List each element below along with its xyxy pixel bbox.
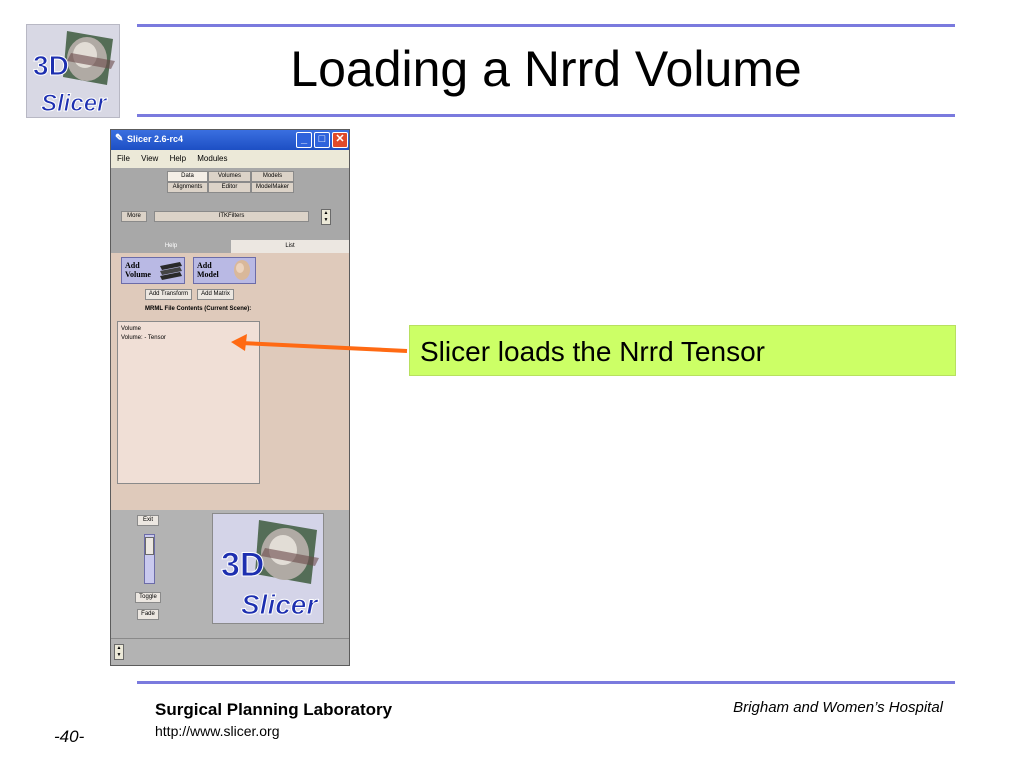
tab-help[interactable]: Help [111,240,231,253]
module-tab-models[interactable]: Models [251,171,294,182]
module-spinner[interactable]: ▲▼ [321,209,331,225]
add-transform-button[interactable]: Add Transform [145,289,192,300]
pointer-arrow-icon [231,334,408,353]
minimize-icon: _ [300,133,308,145]
close-button[interactable]: ✕ [332,132,348,148]
spin-arrows-icon: ▲▼ [323,210,329,223]
module-tab-volumes[interactable]: Volumes [208,171,251,182]
footer-url[interactable]: http://www.slicer.org [155,723,280,739]
add-volume-button[interactable]: Add Volume [121,257,185,284]
module-dropdown[interactable]: ITKFilters [154,211,309,222]
page-number: -40- [54,727,85,746]
menu-bar: File View Help Modules [111,150,349,168]
module-tab-editor[interactable]: Editor [208,182,251,193]
slicer-logo: 3D Slicer [26,24,120,118]
large-logo-slicer-text: Slicer [241,589,319,620]
spin-arrows-icon: ▲▼ [116,645,122,658]
close-icon: ✕ [335,133,345,145]
logo-3d-text: 3D [33,50,69,81]
status-strip: ▲▼ [111,638,349,665]
status-spinner[interactable]: ▲▼ [114,644,124,660]
window-title: Slicer 2.6-rc4 [127,134,184,144]
module-tab-alignments[interactable]: Alignments [167,182,208,193]
fade-slider[interactable] [144,534,155,584]
add-model-line1: Add [197,261,212,270]
exit-button[interactable]: Exit [137,515,159,526]
add-model-button[interactable]: Add Model [193,257,256,284]
add-matrix-button[interactable]: Add Matrix [197,289,234,300]
slicer-window: ✎ Slicer 2.6-rc4 _ □ ✕ File View Help Mo… [110,129,350,666]
callout-text: Slicer loads the Nrrd Tensor [420,336,765,367]
volume-stack-icon [160,262,182,280]
slicer-logo-large-graphic: 3D Slicer [213,514,323,623]
add-volume-line1: Add [125,261,140,270]
top-rule [137,24,955,27]
maximize-icon: □ [318,133,326,145]
add-volume-label: Add Volume [125,261,151,279]
slider-handle[interactable] [145,537,154,555]
feather-icon: ✎ [115,133,124,144]
logo-slicer-text: Slicer [41,90,108,117]
maximize-button[interactable]: □ [314,132,330,148]
more-button[interactable]: More [121,211,147,222]
footer-hospital: Brigham and Women’s Hospital [733,699,943,716]
sub-tabs: Help List [111,240,349,253]
footer-rule [137,681,955,684]
list-item[interactable]: Volume: - Tensor [121,335,166,341]
menu-file[interactable]: File [117,154,130,163]
tab-list[interactable]: List [231,240,349,253]
module-selector-panel: Data Volumes Models Alignments Editor Mo… [111,168,349,240]
window-titlebar[interactable]: ✎ Slicer 2.6-rc4 _ □ ✕ [111,130,349,150]
list-item[interactable]: Volume [121,326,142,332]
title-rule [137,114,955,117]
head-model-icon [234,260,250,280]
slicer-logo-graphic: 3D Slicer [27,25,119,117]
menu-help[interactable]: Help [169,154,187,163]
fade-button[interactable]: Fade [137,609,159,620]
data-module-panel: Add Volume Add Model Add Transform Add M… [111,253,349,510]
add-volume-line2: Volume [125,270,151,279]
slicer-logo-large: 3D Slicer [212,513,324,624]
add-model-line2: Model [197,270,219,279]
module-tab-modelmaker[interactable]: ModelMaker [251,182,294,193]
mrml-contents-label: MRML File Contents (Current Scene): [145,306,252,312]
scene-list[interactable]: Volume Volume: - Tensor [117,321,260,484]
module-tab-data[interactable]: Data [167,171,208,182]
callout-box: Slicer loads the Nrrd Tensor [409,325,956,376]
menu-view[interactable]: View [141,154,159,163]
toggle-button[interactable]: Toggle [135,592,161,603]
large-logo-3d-text: 3D [221,546,264,584]
minimize-button[interactable]: _ [296,132,312,148]
menu-modules[interactable]: Modules [197,154,228,163]
footer-lab: Surgical Planning Laboratory [155,700,393,719]
slide-title: Loading a Nrrd Volume [290,41,802,97]
add-model-label: Add Model [197,261,219,279]
